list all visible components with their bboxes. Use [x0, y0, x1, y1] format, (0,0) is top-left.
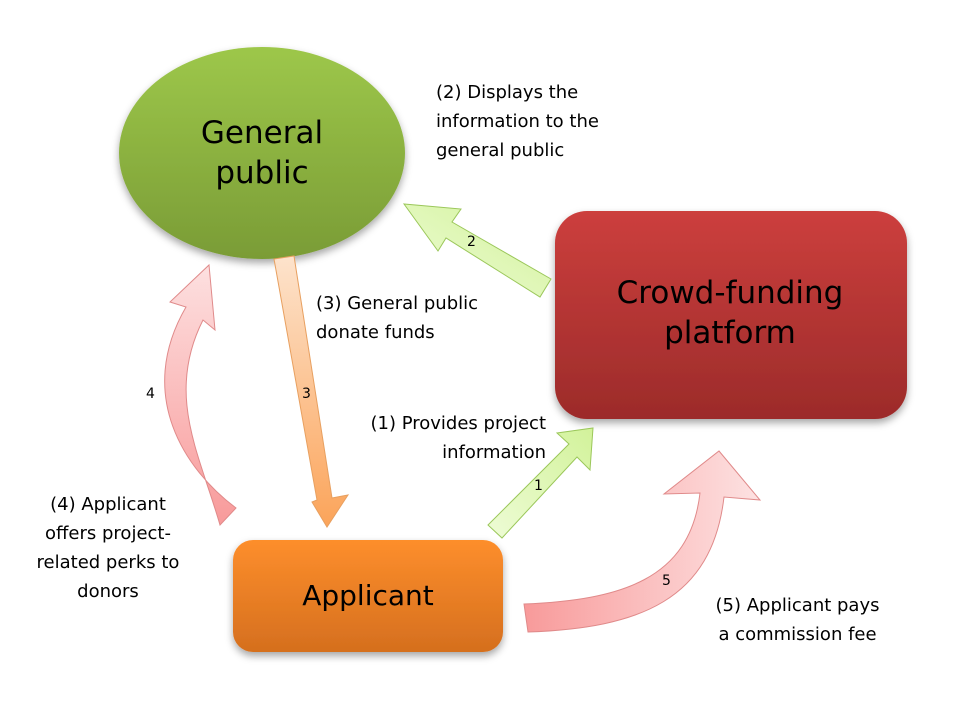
general-public-node	[119, 47, 405, 259]
arrow-2-number: 2	[467, 234, 476, 250]
general-public-label-line2: public	[215, 155, 309, 191]
arrow-3-number: 3	[302, 386, 311, 402]
arrow-5	[523, 450, 762, 633]
note-step4-line3: related perks to	[36, 552, 180, 573]
note-step2-line1: (2) Displays the	[436, 82, 579, 103]
arrow-4	[164, 263, 237, 526]
arrow-1-number: 1	[534, 478, 543, 494]
note-step2-line2: information to the	[436, 111, 599, 132]
arrow-5-number: 5	[662, 573, 671, 589]
note-step5-line1: (5) Applicant pays	[715, 595, 880, 616]
note-step5: (5) Applicant pays a commission fee	[700, 591, 895, 649]
note-step5-line2: a commission fee	[718, 624, 877, 645]
note-step2: (2) Displays the information to the gene…	[436, 78, 599, 165]
note-step2-line3: general public	[436, 140, 565, 161]
note-step1-line2: information	[442, 442, 546, 463]
platform-node	[555, 211, 907, 419]
arrow-4-number: 4	[146, 386, 155, 402]
arrow-2	[402, 203, 552, 298]
note-step4-line2: offers project-	[45, 523, 171, 544]
note-step1: (1) Provides project information	[336, 409, 547, 467]
platform-label: Crowd-funding platform	[580, 273, 880, 353]
applicant-node	[233, 540, 503, 652]
general-public-label-line1: General	[200, 115, 324, 151]
note-step3: (3) General public donate funds	[316, 289, 478, 347]
arrow-1	[487, 427, 594, 539]
note-step4-line4: donors	[77, 581, 139, 602]
applicant-label: Applicant	[302, 579, 434, 612]
note-step3-line1: (3) General public	[316, 293, 479, 314]
platform-label-line2: platform	[664, 315, 796, 351]
note-step3-line2: donate funds	[316, 322, 435, 343]
general-public-label: General public	[162, 113, 362, 193]
note-step4-line1: (4) Applicant	[50, 494, 166, 515]
note-step1-line1: (1) Provides project	[370, 413, 547, 434]
platform-label-line1: Crowd-funding	[616, 275, 844, 311]
arrow-3	[273, 255, 350, 528]
note-step4: (4) Applicant offers project- related pe…	[18, 490, 198, 606]
